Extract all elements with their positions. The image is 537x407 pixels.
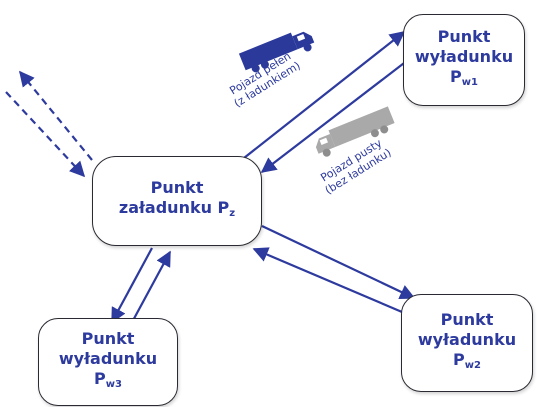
node-center-line1: Punkt (150, 178, 204, 197)
node-unloading-point-w3: Punkt wyładunku Pw3 (38, 318, 178, 406)
node-loading-point: Punkt załadunku Pz (92, 156, 262, 246)
arrow-w2-to-center (252, 247, 403, 314)
arrow-center-to-w2 (261, 225, 416, 300)
dashed-arrow-in (5, 91, 86, 178)
truck-icon (238, 31, 315, 73)
truck-icon (315, 106, 395, 157)
node-w2-line1: Punkt (440, 310, 494, 329)
node-w3-symbol: Pw3 (94, 369, 122, 390)
dashed-arrow-out (19, 70, 93, 161)
node-w2-symbol: Pw2 (453, 350, 481, 371)
arrow-w1-to-center (260, 59, 409, 173)
node-w3-line1: Punkt (81, 329, 135, 348)
arrow-center-to-w1 (243, 31, 406, 159)
node-unloading-point-w1: Punkt wyładunku Pw1 (403, 14, 525, 106)
node-w3-line2: wyładunku (58, 349, 158, 368)
node-center-line2: załadunku Pz (118, 198, 236, 219)
node-w1-symbol: Pw1 (450, 67, 478, 88)
node-w2-line2: wyładunku (417, 330, 517, 349)
node-w1-line1: Punkt (437, 27, 491, 46)
node-w1-line2: wyładunku (414, 47, 514, 66)
arrow-center-to-w3 (111, 247, 153, 324)
node-unloading-point-w2: Punkt wyładunku Pw2 (401, 294, 533, 392)
arrow-w3-to-center (129, 250, 171, 327)
